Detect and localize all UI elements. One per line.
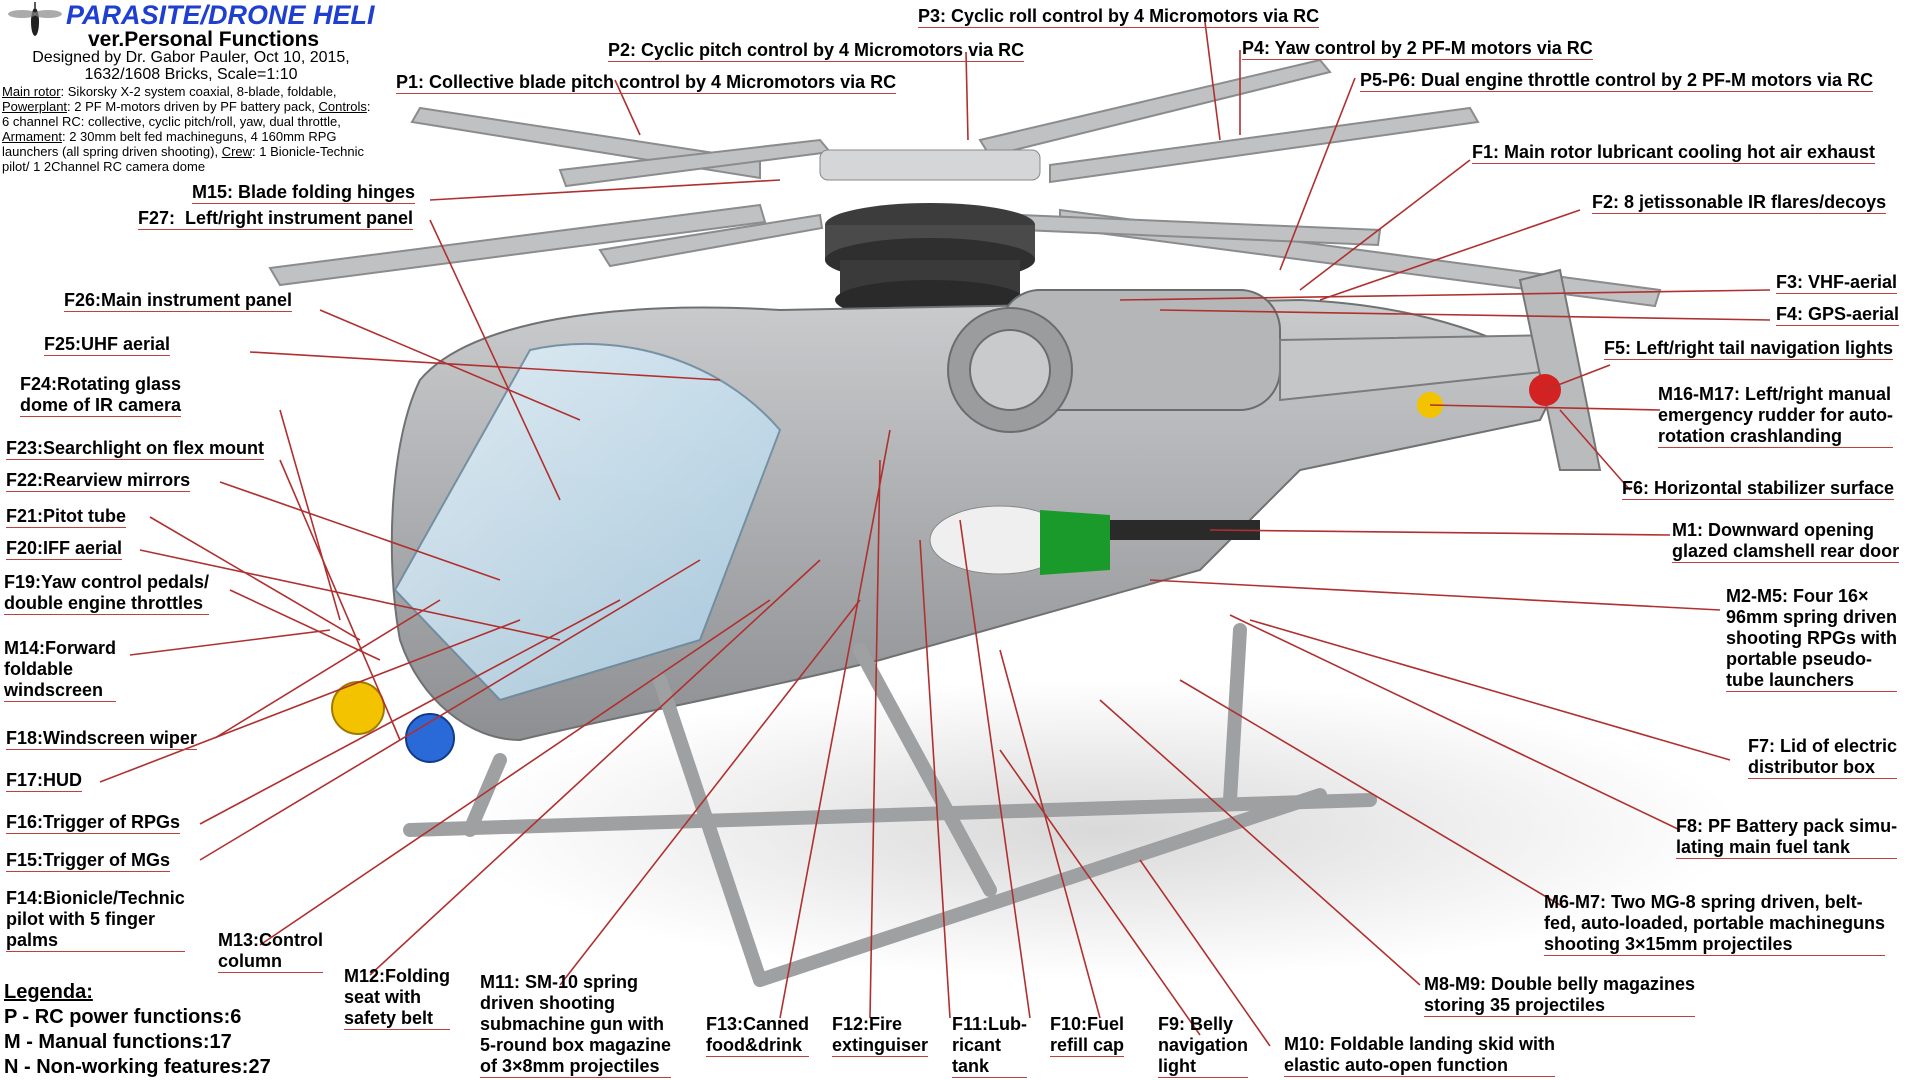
label-f23: F23:Searchlight on flex mount bbox=[6, 438, 265, 460]
spec-text: : 2 30mm belt fed machineguns, 4 160mm R… bbox=[2, 129, 337, 159]
label-f20: F20:IFF aerial bbox=[6, 538, 123, 560]
credits: Designed by Dr. Gabor Pauler, Oct 10, 20… bbox=[2, 49, 380, 83]
label-f6: F6: Horizontal stabilizer surface bbox=[1622, 478, 1895, 500]
legend: Legenda: P - RC power functions:6 M - Ma… bbox=[4, 980, 271, 1080]
mosquito-logo-icon bbox=[8, 2, 62, 36]
label-f27: F27: Left/right instrument panel bbox=[138, 208, 414, 230]
label-f12: F12:Fire extinguiser bbox=[832, 1014, 929, 1057]
label-m12: M12:Folding seat with safety belt bbox=[344, 966, 450, 1030]
credits-line-1: Designed by Dr. Gabor Pauler, Oct 10, 20… bbox=[32, 49, 350, 66]
label-f24: F24:Rotating glass dome of IR camera bbox=[20, 374, 182, 417]
label-f8: F8: PF Battery pack simu- lating main fu… bbox=[1676, 816, 1898, 859]
label-f2: F2: 8 jetissonable IR flares/decoys bbox=[1592, 192, 1887, 214]
label-f15: F15:Trigger of MGs bbox=[6, 850, 171, 872]
ground-shadow bbox=[460, 680, 1740, 980]
label-p1: P1: Collective blade pitch control by 4 … bbox=[396, 72, 897, 94]
label-p4: P4: Yaw control by 2 PF-M motors via RC bbox=[1242, 38, 1593, 60]
label-f11: F11:Lub- ricant tank bbox=[952, 1014, 1027, 1078]
label-p2: P2: Cyclic pitch control by 4 Micromotor… bbox=[608, 40, 1025, 62]
legend-item: N - Non-working features:27 bbox=[4, 1056, 271, 1078]
label-m10: M10: Foldable landing skid with elastic … bbox=[1284, 1034, 1556, 1077]
label-m2m5: M2-M5: Four 16× 96mm spring driven shoot… bbox=[1726, 586, 1898, 692]
spec-key: Main rotor bbox=[2, 84, 61, 99]
label-p5p6: P5-P6: Dual engine throttle control by 2… bbox=[1360, 70, 1874, 92]
label-f4: F4: GPS-aerial bbox=[1776, 304, 1900, 326]
searchlight bbox=[405, 713, 455, 763]
label-f19: F19:Yaw control pedals/ double engine th… bbox=[4, 572, 210, 615]
label-m13: M13:Control column bbox=[218, 930, 323, 973]
label-f22: F22:Rearview mirrors bbox=[6, 470, 191, 492]
label-f13: F13:Canned food&drink bbox=[706, 1014, 810, 1057]
label-f26: F26:Main instrument panel bbox=[64, 290, 293, 312]
credits-line-2: 1632/1608 Bricks, Scale=1:10 bbox=[84, 66, 298, 83]
landing-skids bbox=[403, 623, 1377, 987]
label-m6m7: M6-M7: Two MG-8 spring driven, belt- fed… bbox=[1544, 892, 1886, 956]
label-f10: F10:Fuel refill cap bbox=[1050, 1014, 1125, 1057]
canopy bbox=[393, 343, 782, 702]
rotor-hub bbox=[819, 149, 1041, 320]
label-f21: F21:Pitot tube bbox=[6, 506, 126, 528]
page-subtitle: ver.Personal Functions bbox=[88, 28, 320, 51]
spec-text: : 2 PF M-motors driven by PF battery pac… bbox=[67, 99, 315, 114]
leader-lines bbox=[99, 21, 1771, 1047]
spec-key: Armament bbox=[2, 129, 62, 144]
label-f17: F17:HUD bbox=[6, 770, 83, 792]
spec-key: Crew bbox=[221, 144, 253, 159]
label-f18: F18:Windscreen wiper bbox=[6, 728, 197, 750]
label-m15: M15: Blade folding hinges bbox=[192, 182, 416, 204]
label-f7: F7: Lid of electric distributor box bbox=[1748, 736, 1898, 779]
label-m14: M14:Forward foldable windscreen bbox=[4, 638, 117, 702]
legend-item: P - RC power functions:6 bbox=[4, 1006, 242, 1028]
label-m1: M1: Downward opening glazed clamshell re… bbox=[1672, 520, 1900, 563]
label-f1: F1: Main rotor lubricant cooling hot air… bbox=[1472, 142, 1876, 164]
label-f25: F25:UHF aerial bbox=[44, 334, 171, 356]
main-rotor bbox=[268, 58, 1662, 308]
tail-fin bbox=[1518, 268, 1602, 471]
spec-key: Controls bbox=[318, 99, 367, 114]
spec-text: : Sikorsky X-2 system coaxial, 8-blade, … bbox=[60, 84, 337, 99]
label-f3: F3: VHF-aerial bbox=[1776, 272, 1898, 294]
specs-block: Main rotor: Sikorsky X-2 system coaxial,… bbox=[2, 84, 378, 174]
label-f9: F9: Belly navigation light bbox=[1158, 1014, 1249, 1078]
legend-item: M - Manual functions:17 bbox=[4, 1031, 232, 1053]
legend-heading: Legenda: bbox=[4, 981, 93, 1003]
label-f5: F5: Left/right tail navigation lights bbox=[1604, 338, 1894, 360]
label-m11: M11: SM-10 spring driven shooting submac… bbox=[480, 972, 672, 1078]
label-f14: F14:Bionicle/Technic pilot with 5 finger… bbox=[6, 888, 185, 952]
label-m8m9: M8-M9: Double belly magazines storing 35… bbox=[1424, 974, 1696, 1017]
spec-text: : 1 Bionicle-Technic pilot/ 1 2Channel R… bbox=[2, 144, 365, 174]
page-title: PARASITE/DRONE HELI bbox=[66, 0, 375, 30]
label-p3: P3: Cyclic roll control by 4 Micromotors… bbox=[918, 6, 1320, 28]
label-m16m17: M16-M17: Left/right manual emergency rud… bbox=[1658, 384, 1894, 448]
label-f16: F16:Trigger of RPGs bbox=[6, 812, 181, 834]
spec-key: Powerplant bbox=[2, 99, 68, 114]
spec-text: : 6 channel RC: collective, cyclic pitch… bbox=[2, 99, 371, 129]
engines bbox=[947, 289, 1281, 433]
